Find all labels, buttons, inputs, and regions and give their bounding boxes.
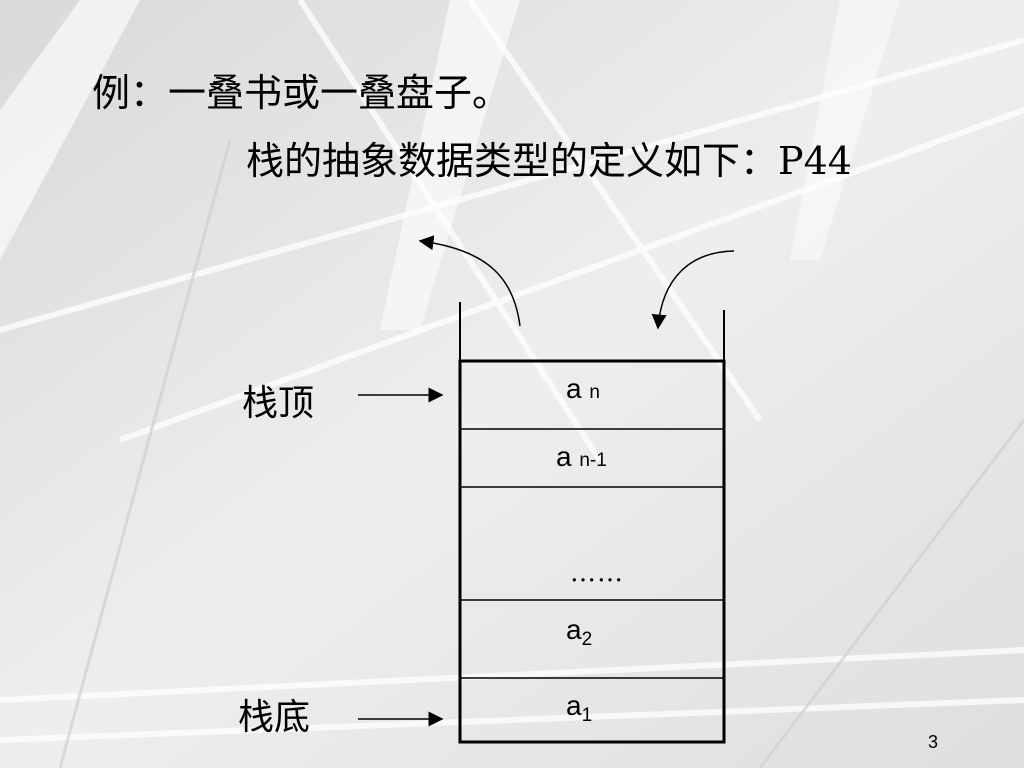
cell-base: a [566, 690, 582, 721]
cell-subscript: 1 [581, 705, 593, 726]
cell-a-n: a n [566, 373, 600, 405]
page-number: 3 [928, 732, 939, 752]
cell-base: a [566, 373, 582, 404]
cell-subscript: 2 [581, 629, 593, 650]
cell-ellipsis: …… [570, 558, 624, 588]
cell-base: a [556, 441, 572, 472]
cell-subscript: n [589, 382, 600, 403]
cell-a-2: a2 [566, 614, 592, 651]
cell-subscript: n-1 [579, 450, 607, 471]
cell-base: a [566, 614, 582, 645]
definition-text: 栈的抽象数据类型的定义如下：P44 [246, 139, 852, 183]
cell-a-n-1: a n-1 [556, 441, 607, 473]
cell-a-1: a1 [566, 690, 592, 727]
stack-bottom-label: 栈底 [238, 697, 311, 738]
pop-arrow-icon [418, 235, 521, 327]
stack-box [458, 359, 726, 744]
push-arrow-icon [651, 250, 735, 330]
stack-top-label: 栈顶 [242, 383, 315, 424]
example-text: 例：一叠书或一叠盘子。 [92, 71, 511, 115]
